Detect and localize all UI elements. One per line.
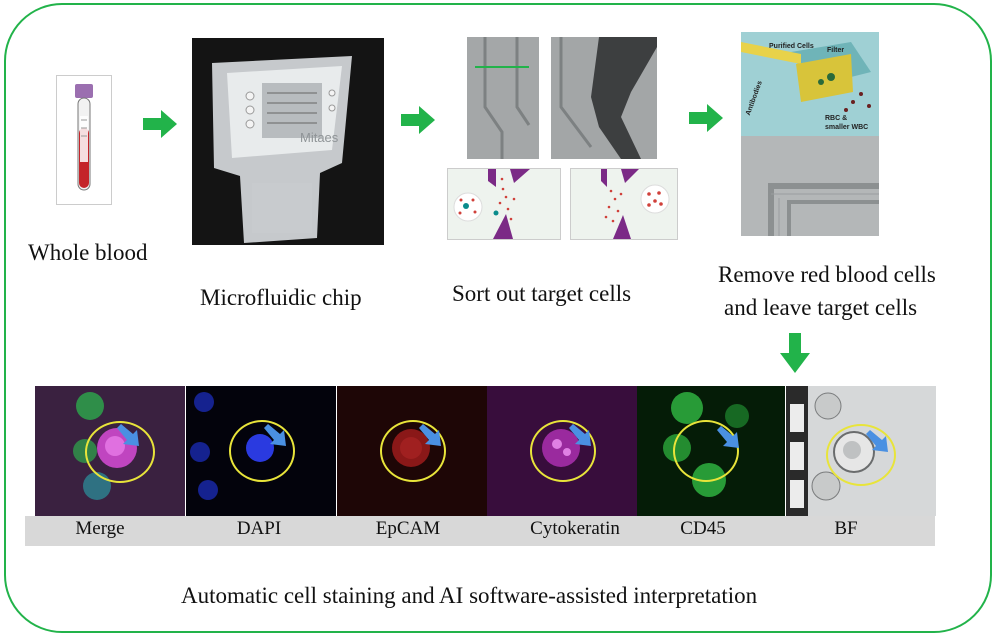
target-cell-ring	[673, 420, 739, 482]
label-sort-target-cells: Sort out target cells	[452, 281, 632, 306]
chip-logo-text: Mitaes	[300, 130, 339, 145]
panel-bf	[786, 386, 936, 516]
panel-merge	[35, 386, 185, 516]
label-whole-blood: Whole blood	[28, 240, 148, 265]
caption-dapi: DAPI	[236, 518, 282, 539]
panel-dapi	[186, 386, 336, 516]
label-remove-rbc-line1: Remove red blood cells	[718, 262, 936, 287]
pointer-arrow-icon	[866, 430, 888, 452]
filter-diagram: Purified Cells Filter Antibodies RBC & s…	[741, 32, 879, 136]
panel-caption-strip	[25, 516, 935, 546]
purified-cells-label: Purified Cells	[769, 43, 814, 50]
label-microfluidic-chip: Microfluidic chip	[200, 285, 362, 310]
channel-micrograph-right	[551, 37, 657, 159]
blood-tube-image	[56, 75, 112, 205]
target-cell-ring	[530, 420, 596, 482]
target-cell-ring	[380, 420, 446, 482]
pointer-arrow-icon	[569, 424, 591, 446]
channel-micrograph-left	[467, 37, 539, 159]
filter-label: Filter	[827, 47, 844, 54]
label-remove-rbc-line2: and leave target cells	[724, 295, 918, 320]
target-cell-ring	[229, 420, 295, 482]
pointer-arrow-icon	[117, 424, 139, 446]
caption-epcam: EpCAM	[375, 518, 441, 539]
caption-cd45: CD45	[680, 518, 726, 539]
smaller-wbc-label: smaller WBC	[825, 124, 868, 131]
pointer-arrow-icon	[717, 426, 739, 448]
pointer-arrow-icon	[419, 424, 441, 446]
footer-text: Automatic cell staining and AI software-…	[181, 583, 758, 608]
caption-bf: BF	[834, 518, 858, 539]
target-cell-ring	[85, 421, 155, 483]
arrow-right-icon	[689, 104, 723, 132]
target-cell-ring	[826, 424, 896, 486]
arrow-right-icon	[401, 106, 435, 134]
panel-cd45	[637, 386, 785, 516]
arrow-down-icon	[780, 333, 810, 373]
filter-micrograph	[741, 136, 879, 236]
microfluidic-chip-photo: Mitaes	[192, 38, 384, 245]
pointer-arrow-icon	[264, 424, 286, 446]
rbc-label: RBC &	[825, 115, 847, 122]
caption-merge: Merge	[75, 518, 125, 539]
outer-frame	[4, 3, 992, 633]
arrow-right-icon	[143, 110, 177, 138]
caption-cytokeratin: Cytokeratin	[530, 518, 620, 539]
sorting-schematic-right	[570, 168, 678, 240]
sorting-schematic-left	[447, 168, 561, 240]
panel-cytokeratin	[487, 386, 637, 516]
panel-epcam	[337, 386, 487, 516]
